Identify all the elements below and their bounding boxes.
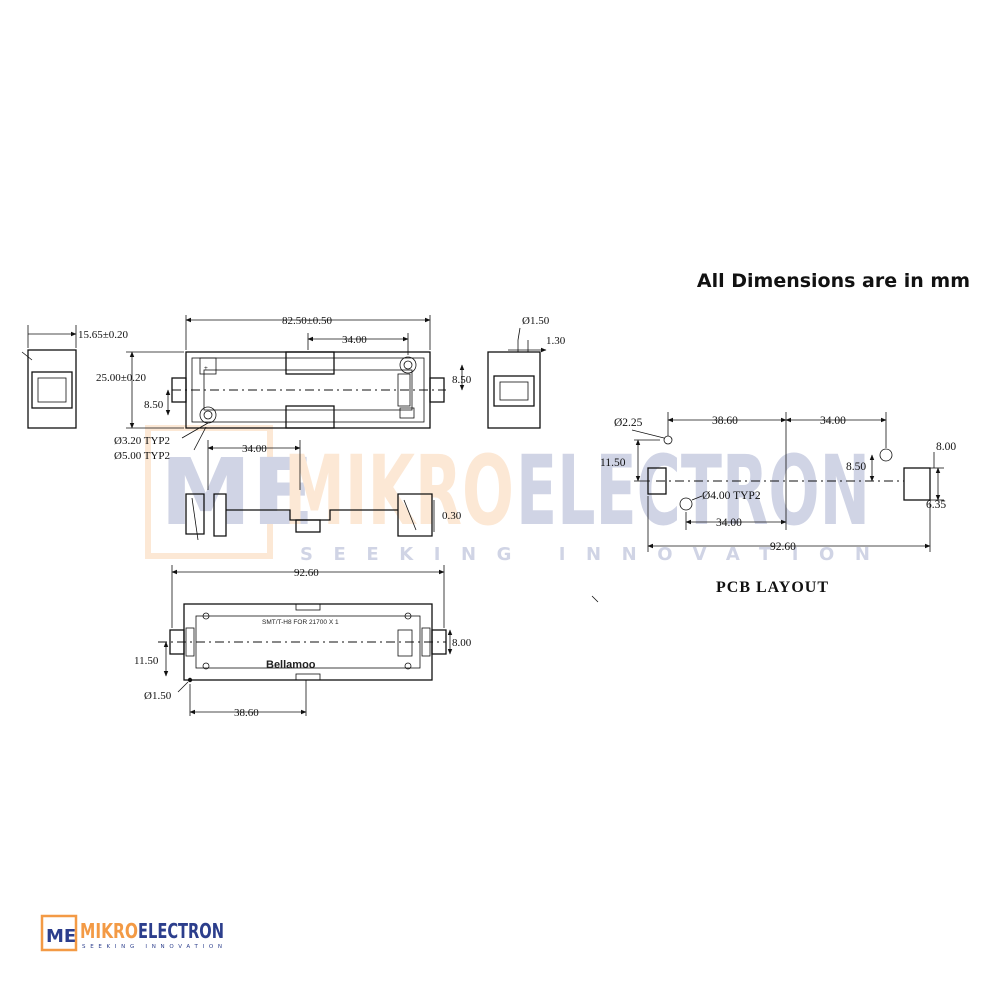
bottom-pin-distance-label: 38.60 — [234, 707, 259, 719]
pcb-hole-large-label: Ø4.00 TYP2 — [702, 490, 761, 502]
brand-logo: ME MIKRO ELECTRON SEEKING INNOVATION — [40, 914, 224, 952]
front-pin-spacing-label: 34.00 — [242, 443, 267, 455]
pcb-dist-a-label: 38.60 — [712, 415, 738, 427]
bottom-offset-label: 11.50 — [134, 655, 159, 667]
top-length-label: 82.50±0.50 — [282, 315, 333, 327]
right-pin-offset-label: 1.30 — [546, 335, 566, 347]
pcb-overall-label: 92.60 — [770, 541, 796, 553]
svg-text:+: + — [204, 365, 208, 372]
watermark-brand-part1: MIKRO — [284, 435, 514, 547]
pcb-pad-height-label: 8.00 — [936, 441, 956, 453]
top-hole-small-label: Ø3.20 TYP2 — [114, 435, 170, 447]
top-hole-large-label: Ø5.00 TYP2 — [114, 450, 170, 462]
pcb-dist-b-label: 34.00 — [820, 415, 846, 427]
pcb-layout-title: PCB LAYOUT — [716, 579, 829, 596]
front-view: 34.00 0.30 — [185, 440, 462, 541]
pcb-offset-mid-label: 8.50 — [846, 461, 866, 473]
pcb-pad-width-label: 6.35 — [926, 499, 946, 511]
pcb-dist-c-label: 34.00 — [716, 517, 742, 529]
top-offset-right-label: 8.50 — [452, 374, 472, 386]
top-pin-spacing-label: 34.00 — [342, 334, 367, 346]
watermark: ME MIKRO ELECTRON SEEKING INNOVATION — [145, 425, 870, 565]
top-offset-left-label: 8.50 — [144, 399, 164, 411]
right-pin-diameter-label: Ø1.50 — [522, 315, 550, 327]
bottom-label-line1: SMT/T-H8 FOR 21700 X 1 — [262, 619, 339, 626]
pcb-hole-small-label: Ø2.25 — [614, 417, 643, 429]
top-width-label: 25.00±0.20 — [96, 372, 147, 384]
left-side-view: 15.65±0.20 — [21, 325, 129, 429]
logo-mark: ME — [46, 926, 76, 947]
front-clearance-label: 0.30 — [442, 510, 462, 522]
top-view: + 82.50±0.50 34.00 25.00±0.20 8.50 8.50 … — [96, 315, 472, 462]
logo-brand-part1: MIKRO — [80, 919, 138, 943]
left-height-label: 15.65±0.20 — [78, 329, 129, 341]
bottom-view: SMT/T-H8 FOR 21700 X 1 Bellamoo 92.60 11… — [134, 565, 472, 719]
bottom-overall-label: 92.60 — [294, 567, 319, 579]
pcb-layout: 38.60 34.00 Ø2.25 11.50 8.50 8.00 6.35 Ø… — [591, 412, 956, 603]
watermark-brand-part2: ELECTRON — [516, 435, 870, 547]
logo-mark-frame — [40, 914, 78, 952]
bottom-label-line2: Bellamoo — [266, 659, 316, 671]
pcb-pad-right — [903, 467, 931, 501]
pcb-hole-large-1 — [679, 497, 693, 511]
logo-brand-part2: ELECTRON — [138, 919, 224, 943]
dimensions-note: All Dimensions are in mm — [696, 270, 970, 292]
logo-tagline: SEEKING INNOVATION — [82, 944, 222, 950]
bottom-pin-diameter-label: Ø1.50 — [144, 690, 172, 702]
bottom-pin-height-label: 8.00 — [452, 637, 472, 649]
right-side-view: Ø1.50 1.30 — [487, 315, 566, 429]
pcb-hole-large-2 — [879, 448, 893, 462]
pcb-offset-left-label: 11.50 — [600, 457, 626, 469]
